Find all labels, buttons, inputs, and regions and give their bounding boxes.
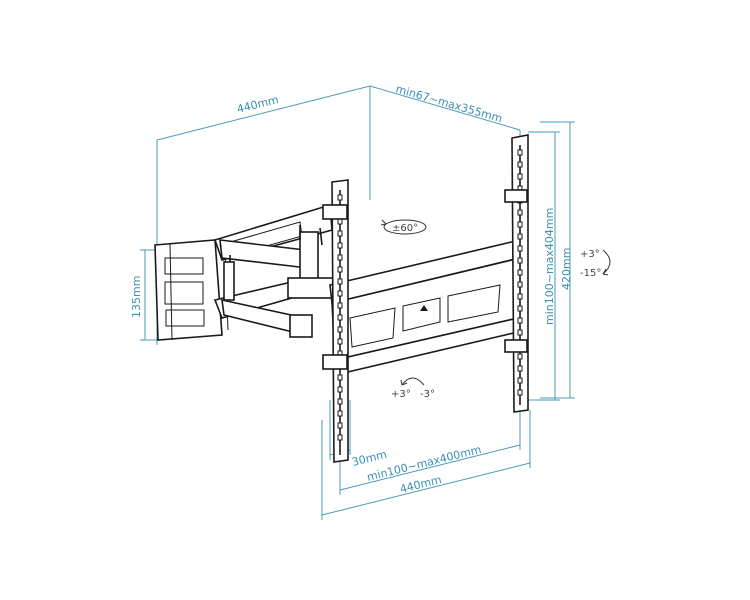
rail-hole xyxy=(517,173,523,180)
dim-bottom-width: 440mm xyxy=(399,473,443,496)
rail-hole xyxy=(337,194,343,201)
rail-hole xyxy=(337,410,343,417)
level-plus-label: +3° xyxy=(391,389,411,400)
rail-hole xyxy=(337,302,343,309)
dim-rail-height: 420mm xyxy=(560,248,573,290)
rail-hole xyxy=(517,233,523,240)
dimension-lines xyxy=(140,85,575,520)
tilt-up-label: +3° xyxy=(580,249,600,260)
rail-hole xyxy=(517,293,523,300)
rail-hole xyxy=(337,266,343,273)
rail-hole xyxy=(517,257,523,264)
rail-hole xyxy=(517,281,523,288)
tilt-indicator: +3° -15° xyxy=(580,249,611,279)
rail-hole xyxy=(337,422,343,429)
rail-hole xyxy=(517,377,523,384)
rail-hole xyxy=(517,389,523,396)
rail-hole xyxy=(517,305,523,312)
rail-hole xyxy=(337,314,343,321)
dim-reach: min67~max355mm xyxy=(394,82,504,125)
level-indicator: +3° -3° xyxy=(391,377,435,400)
swivel-label: ±60° xyxy=(392,223,418,234)
center-bracket xyxy=(329,238,521,377)
rail-hole xyxy=(517,245,523,252)
rail-hole xyxy=(517,353,523,360)
rail-hole xyxy=(337,326,343,333)
rail-hole xyxy=(517,221,523,228)
rail-hole xyxy=(517,365,523,372)
dim-wall-plate-height: 135mm xyxy=(130,276,143,318)
rail-hole xyxy=(337,398,343,405)
rail-hole xyxy=(337,254,343,261)
tilt-down-label: -15° xyxy=(580,268,601,279)
swivel-indicator: ±60° xyxy=(380,219,427,235)
rail-hole xyxy=(517,161,523,168)
right-rail-holes xyxy=(517,149,523,396)
rail-hole xyxy=(337,278,343,285)
rail-hole xyxy=(517,269,523,276)
rail-hole xyxy=(337,386,343,393)
rail-hole xyxy=(337,434,343,441)
rail-hole xyxy=(517,209,523,216)
level-minus-label: -3° xyxy=(420,389,435,400)
rail-hole xyxy=(337,374,343,381)
rail-hole xyxy=(517,329,523,336)
rail-hole xyxy=(337,242,343,249)
left-rail-holes xyxy=(337,194,343,441)
rail-hole xyxy=(337,290,343,297)
rail-hole xyxy=(337,230,343,237)
dim-top-width: 440mm xyxy=(236,93,280,116)
rail-hole xyxy=(517,317,523,324)
rail-hole xyxy=(517,149,523,156)
rail-hooks xyxy=(322,189,528,370)
rail-hole xyxy=(337,338,343,345)
dim-rail-width: 30mm xyxy=(351,448,389,469)
articulating-arms xyxy=(219,225,339,338)
dim-vesa-vertical: min100~max404mm xyxy=(543,208,556,325)
